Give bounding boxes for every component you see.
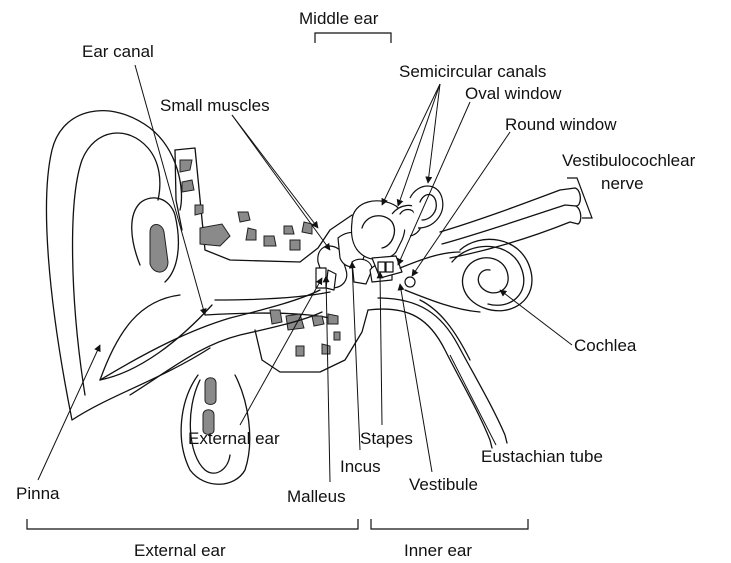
incus-label: Incus <box>340 457 381 476</box>
stapes-label: Stapes <box>360 429 413 448</box>
small-muscles-label: Small muscles <box>160 96 270 115</box>
pointer-lines <box>38 65 572 482</box>
vestibule-label: Vestibule <box>409 475 478 494</box>
external-ear-section-label: External ear <box>134 541 226 560</box>
eustachian-tube-label: Eustachian tube <box>481 447 603 466</box>
malleus-label: Malleus <box>287 487 346 506</box>
external-ear-pointer-label: External ear <box>188 429 280 448</box>
inner-ear-bracket <box>371 519 528 529</box>
vestibulocochlear-nerve-shape <box>440 188 581 258</box>
middle-ear-label: Middle ear <box>299 9 379 28</box>
middle-ear-bracket <box>315 33 391 43</box>
pinna-label: Pinna <box>16 484 60 503</box>
external-ear-bracket <box>27 519 358 529</box>
oval-window-label: Oval window <box>465 84 562 103</box>
semicircular-canals-label: Semicircular canals <box>399 62 546 81</box>
vestibulocochlear-label: Vestibulocochlear <box>562 151 696 170</box>
cochlea-label: Cochlea <box>574 336 637 355</box>
labels: Middle ear Ear canal Semicircular canals… <box>16 9 696 560</box>
ear-canal-label: Ear canal <box>82 42 154 61</box>
cochlea-shape <box>452 239 532 310</box>
round-window-label: Round window <box>505 115 617 134</box>
nerve-label: nerve <box>601 174 644 193</box>
inner-ear-section-label: Inner ear <box>404 541 472 560</box>
